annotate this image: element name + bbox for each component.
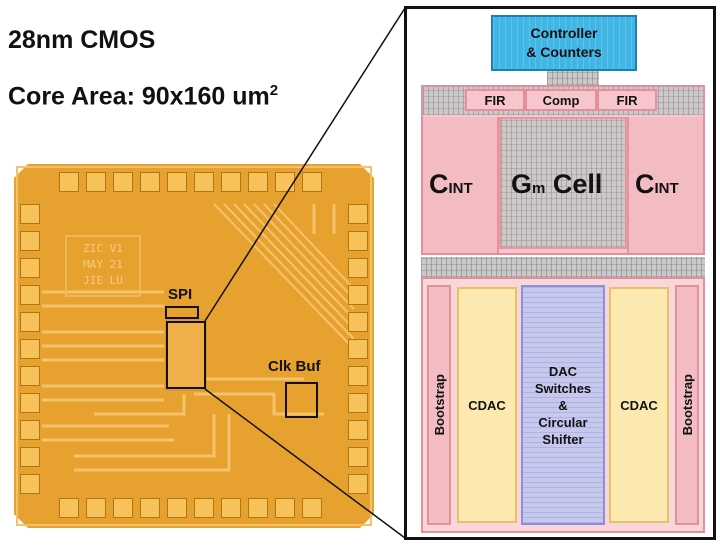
dac-label-line-1: DAC xyxy=(548,363,578,379)
cdac-right-label: CDAC xyxy=(620,397,658,413)
bond-pad xyxy=(348,285,368,305)
bond-pad xyxy=(348,231,368,251)
bond-pad xyxy=(59,172,79,192)
bond-pad xyxy=(221,172,241,192)
spi-label: SPI xyxy=(168,286,193,303)
bond-pad xyxy=(348,204,368,224)
cint-right-label: CINT xyxy=(635,169,679,200)
bond-pad xyxy=(167,172,187,192)
bond-pad xyxy=(20,420,40,440)
cint-left-main: C xyxy=(429,169,449,199)
dac-switches-block: DAC Switches & Circular Shifter xyxy=(521,285,605,525)
die-photo: ZIC V1 MAY 21 JIE LU xyxy=(14,164,374,528)
bond-pad xyxy=(302,498,322,518)
dac-label-line-4: Circular xyxy=(538,414,588,430)
bond-pad xyxy=(20,204,40,224)
cint-left-label: CINT xyxy=(429,169,473,200)
cint-right-block xyxy=(627,117,703,253)
layout-inset: Controller & Counters FIR Comp FIR CINT … xyxy=(404,6,716,540)
process-title: 28nm CMOS xyxy=(8,26,156,54)
bond-pad xyxy=(167,498,187,518)
dac-label-line-5: Shifter xyxy=(542,431,584,447)
controller-counters-block: Controller & Counters xyxy=(491,15,637,71)
bond-pad xyxy=(348,366,368,386)
bootstrap-right-block: Bootstrap xyxy=(675,285,699,525)
bond-pad xyxy=(20,447,40,467)
bond-pad xyxy=(20,339,40,359)
bond-pad xyxy=(248,498,268,518)
fir-right-block: FIR xyxy=(597,89,657,111)
comp-label: Comp xyxy=(542,92,580,108)
core-area-title: Core Area: 90x160 um2 xyxy=(8,82,278,111)
bond-pad xyxy=(221,498,241,518)
cdac-left-block: CDAC xyxy=(457,287,517,523)
bond-pad xyxy=(348,312,368,332)
cdac-left-label: CDAC xyxy=(468,397,506,413)
bootstrap-left-label: Bootstrap xyxy=(431,374,447,436)
core-box xyxy=(166,321,206,389)
die-marking-line-1: ZIC V1 xyxy=(83,242,123,255)
clk-buf-label: Clk Buf xyxy=(268,358,321,375)
bond-pad xyxy=(248,172,268,192)
gm-cell-text: Cell xyxy=(545,169,603,199)
bond-pad xyxy=(348,393,368,413)
dac-label-line-3: & xyxy=(558,397,568,413)
fir-right-label: FIR xyxy=(616,92,638,108)
bond-pad xyxy=(20,393,40,413)
bond-pad xyxy=(140,498,160,518)
bond-pad xyxy=(86,172,106,192)
bond-pad xyxy=(275,498,295,518)
clk-buf-box xyxy=(285,382,318,418)
gm-cell-label: Gm Cell xyxy=(511,169,602,200)
bond-pad xyxy=(20,231,40,251)
bond-pad xyxy=(113,498,133,518)
bond-pad xyxy=(20,258,40,278)
die-marking-line-2: MAY 21 xyxy=(83,258,123,271)
cint-right-main: C xyxy=(635,169,655,199)
bond-pad xyxy=(113,172,133,192)
core-area-exponent: 2 xyxy=(269,82,279,99)
cint-left-block xyxy=(423,117,499,253)
bond-pad xyxy=(140,172,160,192)
cdac-right-block: CDAC xyxy=(609,287,669,523)
dac-label-line-2: Switches xyxy=(534,380,592,396)
bond-pad xyxy=(348,420,368,440)
controller-label-line-1: Controller xyxy=(530,25,598,41)
comp-block: Comp xyxy=(525,89,597,111)
spi-box xyxy=(165,306,199,319)
bond-pad xyxy=(348,339,368,359)
gm-cell-block xyxy=(499,117,627,249)
bond-pad xyxy=(59,498,79,518)
separator-band xyxy=(421,257,705,277)
routing-strip xyxy=(547,71,599,85)
bond-pad xyxy=(20,474,40,494)
bond-pad xyxy=(86,498,106,518)
die-traces: ZIC V1 MAY 21 JIE LU xyxy=(14,164,374,528)
gm-main: G xyxy=(511,169,533,199)
bond-pad xyxy=(348,447,368,467)
bond-pad xyxy=(20,366,40,386)
bond-pad xyxy=(348,474,368,494)
cint-right-sub: INT xyxy=(654,180,679,197)
die-marking-line-3: JIE LU xyxy=(83,274,123,287)
fir-left-block: FIR xyxy=(465,89,525,111)
bootstrap-left-block: Bootstrap xyxy=(427,285,451,525)
bond-pad xyxy=(20,312,40,332)
bond-pad xyxy=(348,258,368,278)
gm-sub: m xyxy=(532,180,546,197)
fir-left-label: FIR xyxy=(484,92,506,108)
controller-label-line-2: & Counters xyxy=(526,44,602,60)
core-area-text: Core Area: 90x160 um xyxy=(8,82,270,111)
bond-pad xyxy=(20,285,40,305)
bond-pad xyxy=(194,498,214,518)
bootstrap-right-label: Bootstrap xyxy=(679,374,695,436)
cint-left-sub: INT xyxy=(448,180,473,197)
bond-pad xyxy=(194,172,214,192)
bond-pad xyxy=(302,172,322,192)
